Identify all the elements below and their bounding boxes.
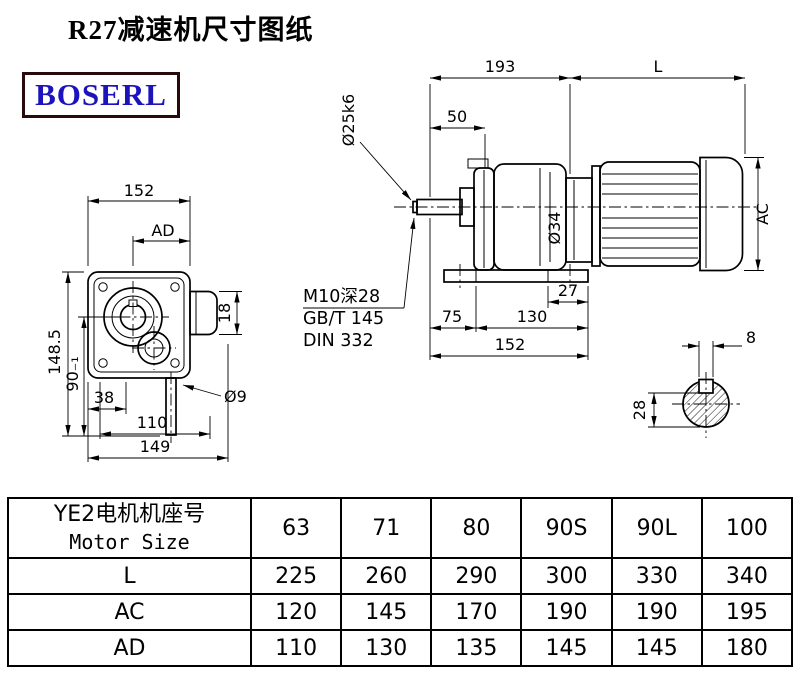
table-cell: 80 [430,497,523,559]
dim-side-l: L [654,57,663,76]
table-cell: 110 [249,629,343,667]
table-cell: 130 [340,629,433,667]
table-cell: 340 [700,557,794,595]
table-cell: 71 [340,497,433,559]
table-cell: 225 [249,557,343,595]
dim-side-152: 152 [495,335,526,354]
dim-front-18: 18 [215,303,234,323]
table-cell: 90S [520,497,613,559]
dim-front-width: 152 [124,181,155,200]
dim-front-ad: AD [151,221,174,240]
table-cell: 180 [700,629,794,667]
table-cell: 330 [610,557,703,595]
motor-size-label-cn: YE2电机机座号 [53,502,206,527]
table-cell: 90L [610,497,703,559]
dim-side-dia34: Ø34 [545,212,564,245]
note-din: DIN 332 [303,331,374,351]
table-cell: 190 [610,593,703,631]
motor-size-label-en: Motor Size [69,530,190,554]
table-cell: 195 [700,593,794,631]
table-cell: 170 [430,593,523,631]
motor-size-table: YE2电机机座号 Motor Size 63 71 80 90S 90L 100… [7,497,794,667]
table-cell: 145 [520,629,613,667]
brand-logo-text: BOSERL [35,77,167,112]
dim-side-shaft-dia: Ø25k6 [339,94,358,146]
table-cell: 260 [340,557,433,595]
table-cell: 145 [610,629,703,667]
dim-side-75: 75 [442,307,462,326]
row-label: AC [7,593,252,631]
front-view-dimensions: 152 AD 148.5 90₋₁ 38 110 [45,181,247,462]
table-cell: 145 [340,593,433,631]
dim-key-width: 8 [746,328,756,347]
side-view-dimensions: 193 L 50 Ø25k6 M10深28 GB/T 145 DIN 332 Ø… [303,57,772,360]
technical-drawing: 152 AD 148.5 90₋₁ 38 110 [45,57,772,462]
front-view-geometry [87,271,218,443]
dim-front-38: 38 [94,388,114,407]
dim-front-149: 149 [140,437,171,456]
dim-side-ac: AC [753,203,772,225]
side-view-geometry [394,156,756,288]
table-cell: 135 [430,629,523,667]
table-header-row: YE2电机机座号 Motor Size 63 71 80 90S 90L 100 [7,497,794,559]
shaft-end-view-geometry [672,372,740,438]
note-thread: M10深28 [303,287,380,307]
table-row-AC: AC 120 145 170 190 190 195 [7,593,794,631]
dim-side-50: 50 [447,107,467,126]
row-label: AD [7,629,252,667]
page-title: R27减速机尺寸图纸 [68,15,314,45]
table-cell: 190 [520,593,613,631]
dim-front-height-total: 148.5 [45,329,64,375]
table-row-AD: AD 110 130 135 145 145 180 [7,629,794,667]
table-row-L: L 225 260 290 300 330 340 [7,557,794,595]
dim-side-27: 27 [558,281,578,300]
dim-front-hole-dia: Ø9 [224,387,247,406]
table-cell: 63 [249,497,343,559]
table-cell: 100 [700,497,794,559]
brand-logo: BOSERL [22,72,180,118]
table-cell: 290 [430,557,523,595]
shaft-end-view-dimensions: 8 28 [630,328,756,428]
table-cell: 120 [249,593,343,631]
dim-key-depth-28: 28 [630,400,649,420]
dim-front-110: 110 [137,413,168,432]
table-header-cell: YE2电机机座号 Motor Size [7,497,252,559]
note-gbt: GB/T 145 [303,309,384,329]
dim-side-193: 193 [485,57,516,76]
table-cell: 300 [520,557,613,595]
dim-front-center-height: 90₋₁ [63,356,82,391]
dim-side-130: 130 [517,307,548,326]
row-label: L [7,557,252,595]
